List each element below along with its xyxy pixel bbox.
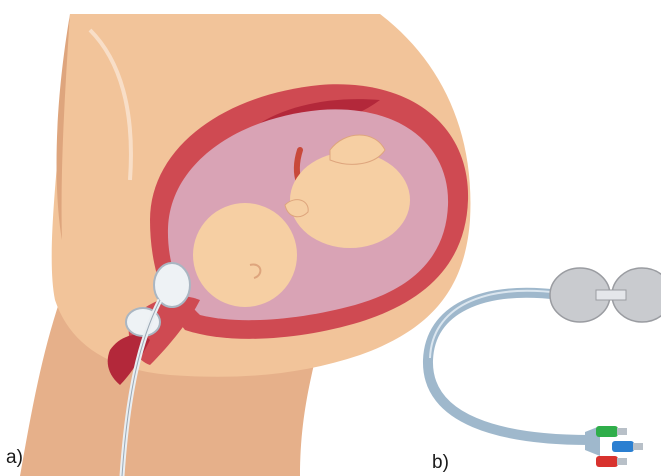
panel-label-b: b) — [432, 452, 449, 474]
fetus-head — [193, 203, 297, 307]
port-green-cap — [617, 428, 627, 435]
port-blue-cap — [633, 443, 643, 450]
port-green — [596, 426, 618, 437]
port-blue — [612, 441, 634, 452]
port-red-cap — [617, 458, 627, 465]
balloon-connector — [596, 290, 626, 300]
catheter-tube-highlight — [430, 291, 560, 358]
panel-label-a: a) — [6, 447, 23, 469]
fetus-body — [290, 152, 410, 248]
panel-b-catheter — [428, 268, 661, 467]
port-red — [596, 456, 618, 467]
panel-a-illustration — [20, 14, 470, 476]
